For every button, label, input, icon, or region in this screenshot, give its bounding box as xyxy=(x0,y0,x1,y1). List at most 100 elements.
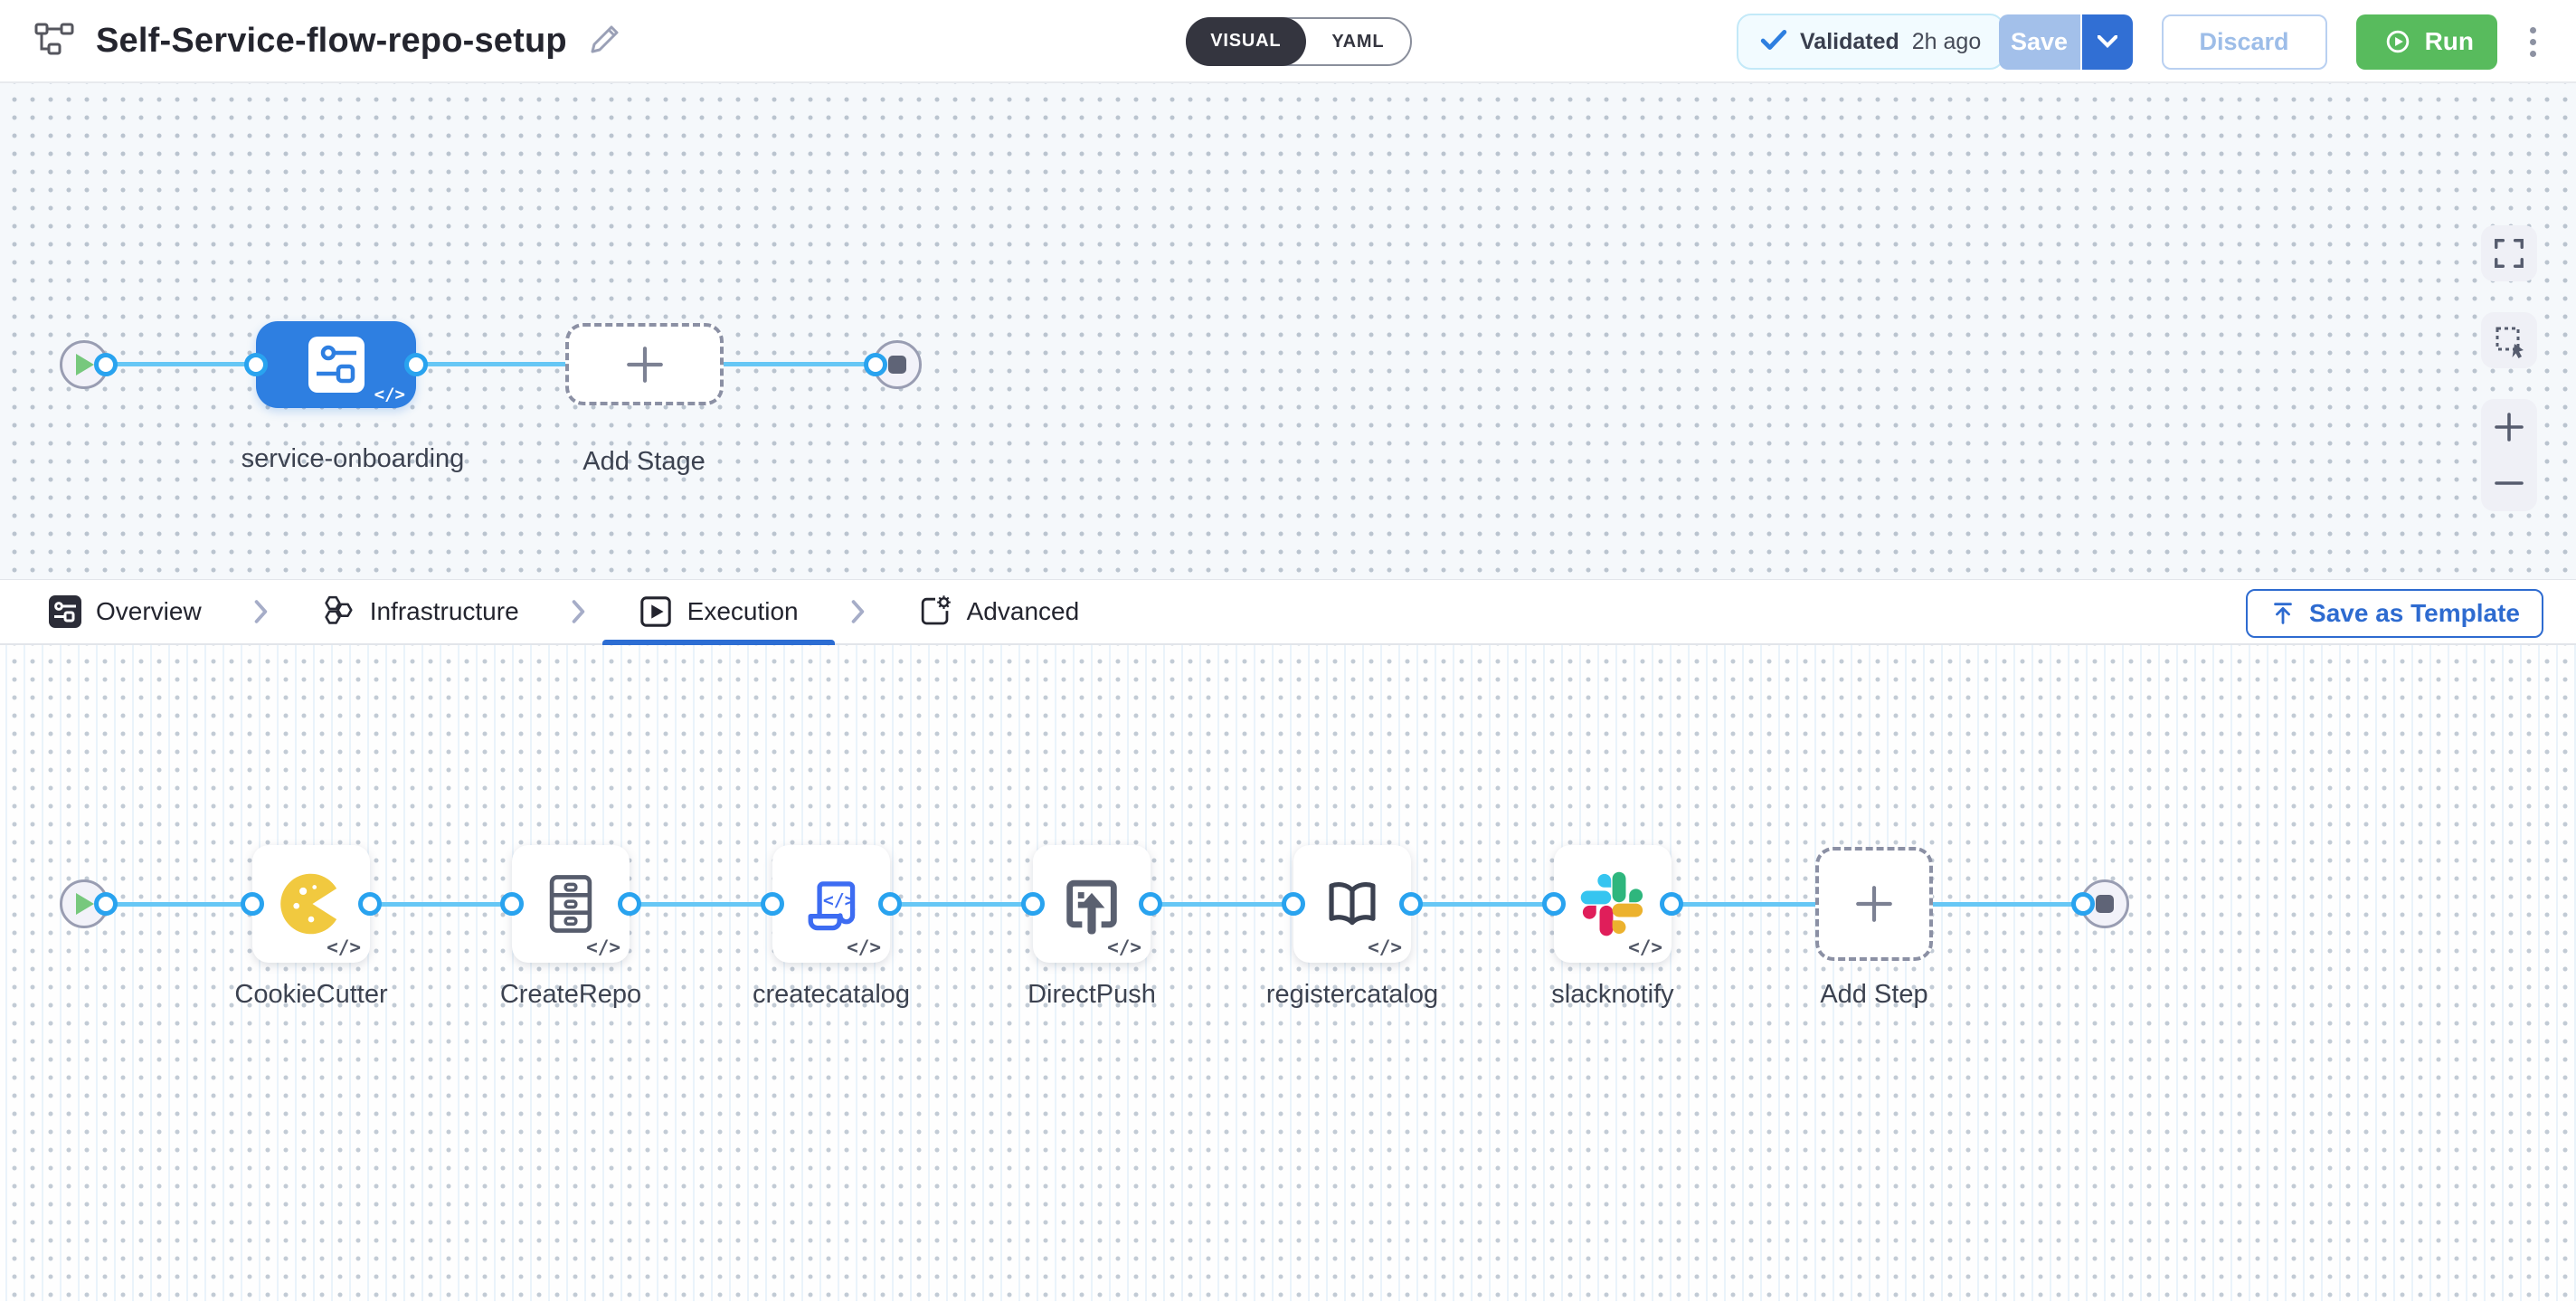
toggle-visual[interactable]: VISUAL xyxy=(1186,17,1306,66)
connector-port xyxy=(1282,892,1305,916)
tab-advanced[interactable]: Advanced xyxy=(882,580,1116,643)
step-node-registercatalog[interactable]: </> xyxy=(1282,845,1423,963)
connector-port xyxy=(1021,892,1045,916)
validated-time: 2h ago xyxy=(1911,28,1982,54)
connector-port xyxy=(1139,892,1162,916)
edit-title-pencil-icon[interactable] xyxy=(587,21,623,62)
selection-box-icon xyxy=(2496,327,2524,358)
directpush-upload-icon xyxy=(1066,879,1117,935)
stage-detail-tabbar: Overview Infrastructure Execution xyxy=(0,579,2576,645)
code-badge: </> xyxy=(1628,936,1662,958)
stage-start-node xyxy=(60,340,118,389)
zoom-out-button[interactable] xyxy=(2481,455,2537,511)
step-label: slacknotify xyxy=(1551,980,1674,1009)
execution-end-node xyxy=(2071,879,2129,928)
add-step-button[interactable] xyxy=(1815,847,1933,961)
check-icon xyxy=(1760,28,1787,56)
connector-port xyxy=(618,892,641,916)
plus-icon xyxy=(626,346,663,383)
execution-canvas[interactable]: </> CookieCutter </> CreateRepo </> </> … xyxy=(0,645,2576,1301)
step-label: CreateRepo xyxy=(499,980,642,1009)
stop-icon xyxy=(888,356,906,374)
advanced-icon xyxy=(921,595,951,625)
registercatalog-book-icon xyxy=(1329,882,1376,926)
code-badge: </> xyxy=(327,936,361,958)
connector-port xyxy=(1542,892,1566,916)
page-title: Self-Service-flow-repo-setup xyxy=(96,21,567,60)
chevron-right-icon xyxy=(254,600,269,623)
tab-infrastructure[interactable]: Infrastructure xyxy=(285,580,555,643)
fullscreen-icon xyxy=(2495,239,2524,268)
validated-badge[interactable]: Validated 2h ago xyxy=(1737,14,2005,70)
pipeline-stage-icon xyxy=(308,337,365,393)
add-stage-label: Add Stage xyxy=(582,447,706,476)
execution-icon xyxy=(639,596,671,627)
connector-port xyxy=(94,353,118,376)
stage-label: service-onboarding xyxy=(241,444,465,473)
connector-port xyxy=(244,353,268,376)
fit-to-screen-button[interactable] xyxy=(2481,225,2537,281)
tab-execution[interactable]: Execution xyxy=(601,580,835,645)
connector-port xyxy=(864,353,887,376)
connector-port xyxy=(241,892,264,916)
createrepo-drawer-icon xyxy=(549,875,592,933)
stop-icon xyxy=(2096,895,2114,913)
add-step-label: Add Step xyxy=(1820,980,1928,1009)
svg-text:</>: </> xyxy=(823,889,856,910)
step-label: CookieCutter xyxy=(234,980,388,1009)
visual-yaml-toggle: VISUAL YAML xyxy=(1186,17,1412,66)
overview-icon xyxy=(49,595,81,628)
play-icon xyxy=(76,893,94,915)
upload-icon xyxy=(2274,603,2292,624)
play-icon xyxy=(76,354,94,375)
save-split-button: Save xyxy=(1998,14,2133,70)
step-node-createcatalog[interactable]: </> </> xyxy=(761,845,902,963)
stage-node-service-onboarding[interactable]: </> xyxy=(244,321,428,408)
pipeline-header: Self-Service-flow-repo-setup VISUAL YAML… xyxy=(0,0,2576,83)
chevron-down-icon xyxy=(2097,35,2117,48)
step-node-slacknotify[interactable]: </> xyxy=(1542,845,1683,963)
code-badge: </> xyxy=(374,385,405,404)
slack-icon xyxy=(1580,871,1643,936)
tab-overview[interactable]: Overview xyxy=(13,580,238,643)
step-node-createrepo[interactable]: </> xyxy=(500,845,641,963)
run-button[interactable]: Run xyxy=(2355,14,2497,70)
more-options-menu-icon[interactable] xyxy=(2526,22,2540,62)
connector-port xyxy=(1399,892,1423,916)
step-label: DirectPush xyxy=(1028,980,1156,1009)
cookiecutter-icon xyxy=(280,873,337,935)
code-badge: </> xyxy=(1368,936,1402,958)
step-node-cookiecutter[interactable]: </> xyxy=(241,845,382,963)
chevron-right-icon xyxy=(851,600,866,623)
stage-end-node xyxy=(864,340,922,389)
run-play-icon xyxy=(2386,30,2409,53)
pipeline-flow-icon xyxy=(33,20,76,62)
connector-port xyxy=(358,892,382,916)
connector-port xyxy=(404,353,428,376)
connector-port xyxy=(1660,892,1683,916)
add-stage-button[interactable] xyxy=(565,323,724,405)
connector-port xyxy=(94,892,118,916)
minus-icon xyxy=(2495,481,2524,485)
stage-flow-edge xyxy=(109,362,874,366)
step-label: createcatalog xyxy=(752,980,911,1009)
validated-label: Validated xyxy=(1800,28,1899,54)
zoom-in-button[interactable] xyxy=(2481,399,2537,455)
marquee-select-button[interactable] xyxy=(2481,312,2537,368)
createcatalog-scroll-icon: </> xyxy=(808,881,856,931)
connector-port xyxy=(878,892,902,916)
toggle-yaml[interactable]: YAML xyxy=(1331,31,1385,52)
save-divider xyxy=(2079,14,2082,70)
zoom-controls xyxy=(2481,399,2537,511)
code-badge: </> xyxy=(1107,936,1141,958)
discard-button[interactable]: Discard xyxy=(2161,14,2327,70)
connector-port xyxy=(2071,892,2095,916)
stage-canvas[interactable]: </> service-onboarding Add Stage xyxy=(0,83,2576,579)
code-badge: </> xyxy=(847,936,881,958)
save-options-caret[interactable] xyxy=(2081,14,2133,70)
step-label: registercatalog xyxy=(1265,980,1439,1009)
step-node-directpush[interactable]: </> xyxy=(1021,845,1162,963)
save-button[interactable]: Save xyxy=(1998,14,2080,70)
save-as-template-button[interactable]: Save as Template xyxy=(2246,589,2543,638)
infrastructure-icon xyxy=(325,595,353,624)
